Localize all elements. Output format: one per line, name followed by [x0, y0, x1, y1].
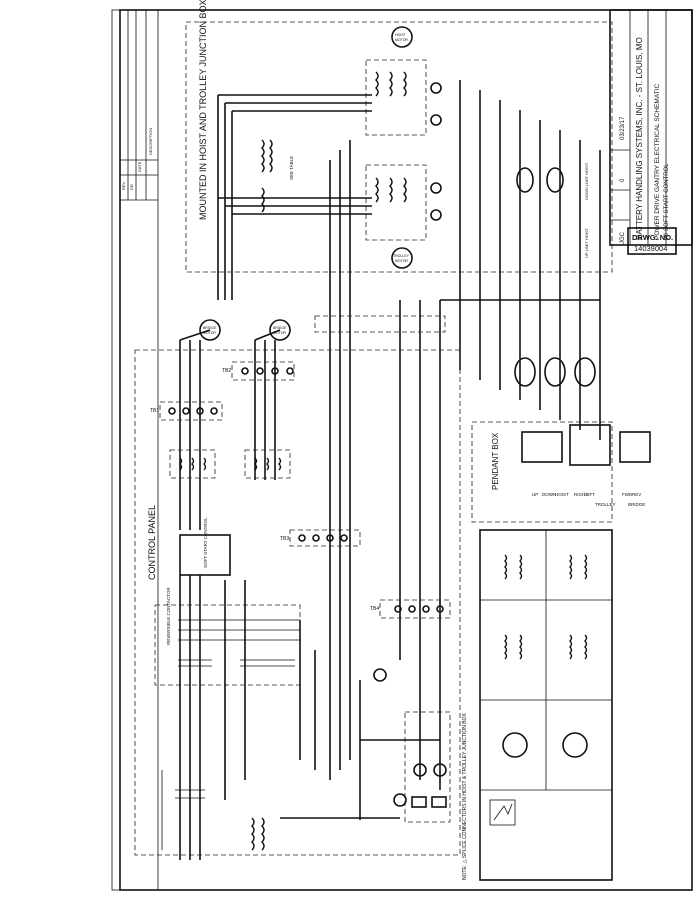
- table-logo: [489, 799, 516, 826]
- tb4-label: TB4: [370, 606, 379, 612]
- control-relay-coils: [373, 668, 447, 808]
- title-block: BATTERY HANDLING SYSTEMS, INC. - ST. LOU…: [609, 9, 693, 255]
- dr-header: DR: [129, 184, 134, 190]
- control-circuit-wires: [280, 680, 440, 820]
- control-panel-label: CONTROL PANEL: [147, 505, 157, 580]
- junction-box-label: MOUNTED IN HOIST AND TROLLEY JUNCTION BO…: [198, 0, 208, 220]
- junction-box-region: [185, 21, 613, 273]
- junction-limit-contacts: [430, 82, 442, 221]
- date-header: DATE: [137, 161, 142, 172]
- drawing-date: 03/23/17: [620, 116, 626, 140]
- pendant-buttons: [521, 424, 651, 466]
- svg-text:BRIDGE: BRIDGE: [273, 326, 287, 330]
- pendant-bridge: BRIDGE: [628, 502, 645, 507]
- bridge-motor-2: BRIDGE MOTOR: [269, 319, 291, 341]
- up-limit-label: UP LIMIT HOIST: [584, 227, 589, 258]
- soft-start-box: [179, 534, 231, 576]
- svg-text:HOIST: HOIST: [395, 33, 407, 37]
- svg-text:TROLLEY: TROLLEY: [393, 254, 410, 258]
- outer-margin: [111, 9, 693, 891]
- pendant-down: DOWN: [542, 492, 556, 497]
- pendant-right: RIGHT: [574, 492, 588, 497]
- tb2-label: TB2: [222, 368, 231, 374]
- revision-strip: REV DR DATE DESCRIPTION: [119, 9, 159, 891]
- tb1-label: TB1: [150, 408, 159, 414]
- drawing-subtitle: W/ SOFT START CONTROL: [664, 163, 670, 240]
- company-name: BATTERY HANDLING SYSTEMS, INC. - ST. LOU…: [635, 37, 644, 240]
- drawing-number-label: DRWG. NO.: [632, 233, 673, 242]
- junction-transformer: [261, 139, 273, 213]
- pendant-labels: UP DOWN HOIST RIGHT LEFT TROLLEY FWD REV…: [532, 492, 645, 507]
- tb3-label: TB3: [280, 536, 289, 542]
- svg-text:MOTOR: MOTOR: [273, 331, 286, 335]
- pendant-rev: REV: [632, 492, 641, 497]
- table-coils: [504, 554, 588, 660]
- rev-number: 0: [620, 178, 626, 182]
- control-transformer: [251, 817, 265, 851]
- svg-text:BRIDGE: BRIDGE: [203, 326, 217, 330]
- splice-box: [314, 315, 446, 333]
- connection-table-motors: [502, 732, 588, 758]
- drawing-description: POWER DRIVE GANTRY ELECTRICAL SCHEMATIC: [654, 84, 661, 240]
- svg-text:MOTOR: MOTOR: [203, 331, 216, 335]
- pendant-hoist: HOIST: [555, 492, 569, 497]
- main-disconnect: [161, 770, 205, 850]
- tb2-terminals: [241, 367, 294, 375]
- pendant-box-label: PENDANT BOX: [491, 432, 500, 490]
- tb3-terminals: [298, 534, 348, 542]
- hoist-motor-symbol: HOIST MOTOR: [391, 26, 413, 48]
- drawn-by: JGC: [620, 231, 626, 244]
- power-column: [179, 575, 316, 860]
- overload-heaters: [179, 457, 282, 471]
- control-panel-region: [134, 349, 461, 856]
- pendant-fwd: FWD: [622, 492, 633, 497]
- drawing-number: 14039004: [634, 244, 667, 253]
- description-header: DESCRIPTION: [148, 128, 153, 155]
- reversible-contactor-box: [154, 604, 301, 686]
- junction-wire-bundle: [217, 80, 601, 790]
- splice-ellipses: [514, 167, 596, 387]
- hoist-coils: [375, 71, 407, 203]
- motor-feed-lines: [179, 329, 281, 530]
- tb4-box: [379, 599, 451, 619]
- trolley-motor-symbol: TROLLEY MOTOR: [391, 247, 413, 269]
- control-relay-box: [404, 711, 451, 823]
- svg-text:MOTOR: MOTOR: [395, 259, 408, 263]
- tb3-box: [289, 529, 361, 547]
- svg-text:MOTOR: MOTOR: [395, 38, 408, 42]
- pendant-trolley: TROLLEY: [595, 502, 616, 507]
- overload-2: [244, 449, 291, 479]
- bridge-motor-1: BRIDGE MOTOR: [199, 319, 221, 341]
- contactor-contacts: [178, 619, 300, 667]
- reversible-contactor-label: REVERSIBLE CONTACTOR: [166, 587, 171, 645]
- rev-header: REV: [121, 181, 126, 190]
- tb1-terminals: [168, 407, 218, 415]
- overload-1: [169, 449, 216, 479]
- soft-start-label: SOFT START CONTROL: [203, 517, 208, 568]
- splice-note: NOTE: △ SPLICE CONNECTORS IN HOIST & TRO…: [462, 712, 468, 880]
- tb4-terminals: [394, 605, 444, 613]
- hoist-brake-box: [365, 59, 427, 136]
- pendant-up: UP: [532, 492, 538, 497]
- trolley-brake-box: [365, 164, 427, 241]
- pendant-left: LEFT: [584, 492, 595, 497]
- transformer-table-label: SEE TABLE: [289, 156, 294, 180]
- down-limit-label: DOWN LIMIT HOIST: [584, 162, 589, 200]
